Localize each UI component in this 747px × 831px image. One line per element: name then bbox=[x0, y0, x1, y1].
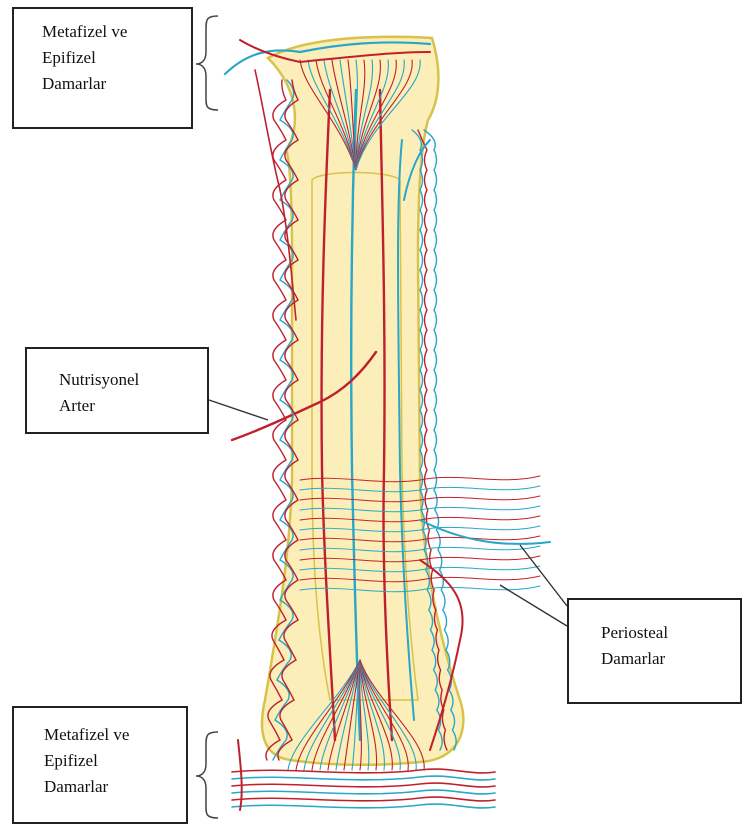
label-line: Epifizel bbox=[42, 45, 191, 71]
label-line: Damarlar bbox=[42, 71, 191, 97]
label-line: Damarlar bbox=[44, 774, 186, 800]
periosteal-vessels-label: Periosteal Damarlar bbox=[567, 598, 742, 704]
top-bracket bbox=[196, 16, 218, 110]
label-line: Damarlar bbox=[601, 646, 740, 672]
metaphyseal-epiphyseal-vessels-label-top: Metafizel ve Epifizel Damarlar bbox=[12, 7, 193, 129]
label-line: Arter bbox=[59, 393, 207, 419]
label-line: Metafizel ve bbox=[44, 722, 186, 748]
epiphyseal-band bbox=[232, 790, 495, 794]
epiphyseal-band bbox=[232, 783, 495, 787]
epiphyseal-band bbox=[232, 797, 495, 801]
periosteal-leader-line-2 bbox=[500, 585, 567, 626]
periosteal-leader-line-1 bbox=[520, 545, 567, 606]
nutrient-artery-label: Nutrisyonel Arter bbox=[25, 347, 209, 434]
epiphyseal-band bbox=[232, 769, 495, 773]
label-line: Metafizel ve bbox=[42, 19, 191, 45]
nutrient-leader-line bbox=[209, 400, 268, 420]
label-line: Epifizel bbox=[44, 748, 186, 774]
epiphyseal-band bbox=[232, 776, 495, 780]
label-line: Periosteal bbox=[601, 620, 740, 646]
label-line: Nutrisyonel bbox=[59, 367, 207, 393]
epiphyseal-band bbox=[232, 804, 495, 808]
metaphyseal-epiphyseal-vessels-label-bottom: Metafizel ve Epifizel Damarlar bbox=[12, 706, 188, 824]
bottom-bracket bbox=[196, 732, 218, 818]
